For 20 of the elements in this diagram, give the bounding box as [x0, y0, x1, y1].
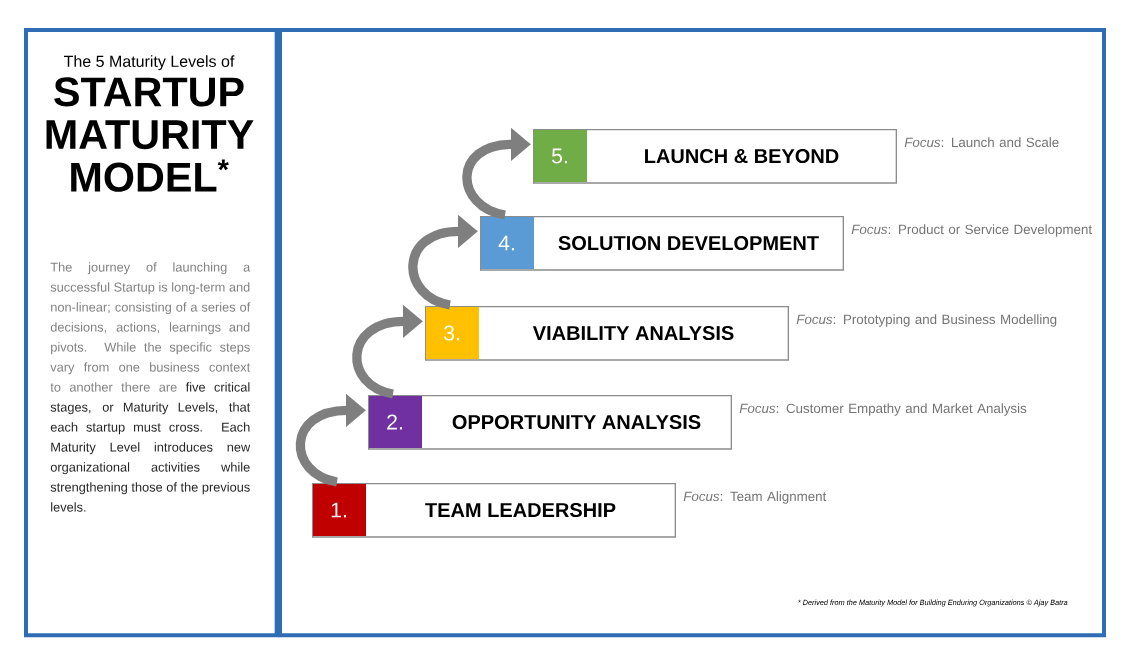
level-bar: 1. TEAM LEADERSHIP	[312, 483, 676, 538]
node-label: VIABILITY ANALYSIS	[532, 325, 734, 341]
level-bar: 3. VIABILITY ANALYSIS	[425, 306, 789, 361]
node-label: 5.	[551, 148, 567, 164]
focus-note: Focus: Product or Service Development	[851, 224, 1092, 237]
panel-frame	[278, 28, 1106, 638]
level-bar: 4. SOLUTION DEVELOPMENT	[480, 216, 844, 271]
node-label: LAUNCH & BEYOND	[645, 148, 839, 164]
node-label: 1.	[331, 502, 346, 518]
focus-note: Focus: Customer Empathy and Market Analysis	[739, 403, 1027, 416]
title: STARTUP MATURITY MODEL$^{*}$	[46, 77, 254, 192]
level-bar: 2. OPPORTUNITY ANALYSIS	[368, 395, 732, 450]
description-paragraph: The journey of launching a successful Startup is long-term and non-linear; consisting of a series of decisions, actions, learnings and pivots. While the specific steps vary from one business context to another there are five critical stages, or Maturity Levels, that each startup must cross. Each Maturity Level introduces new organizational activities while strengthening those of the previous levels.	[50, 262, 251, 512]
subtitle: The 5 Maturity Levels of	[64, 55, 235, 71]
node-label: 3.	[443, 325, 459, 341]
focus-note: Focus: Prototyping and Business Modelling	[796, 314, 1057, 327]
focus-note: Focus: Launch and Scale	[904, 137, 1059, 148]
level-bar: 5. LAUNCH & BEYOND	[533, 129, 897, 184]
focus-note: Focus: Team Alignment	[683, 491, 827, 504]
node-label: TEAM LEADERSHIP	[425, 502, 616, 518]
